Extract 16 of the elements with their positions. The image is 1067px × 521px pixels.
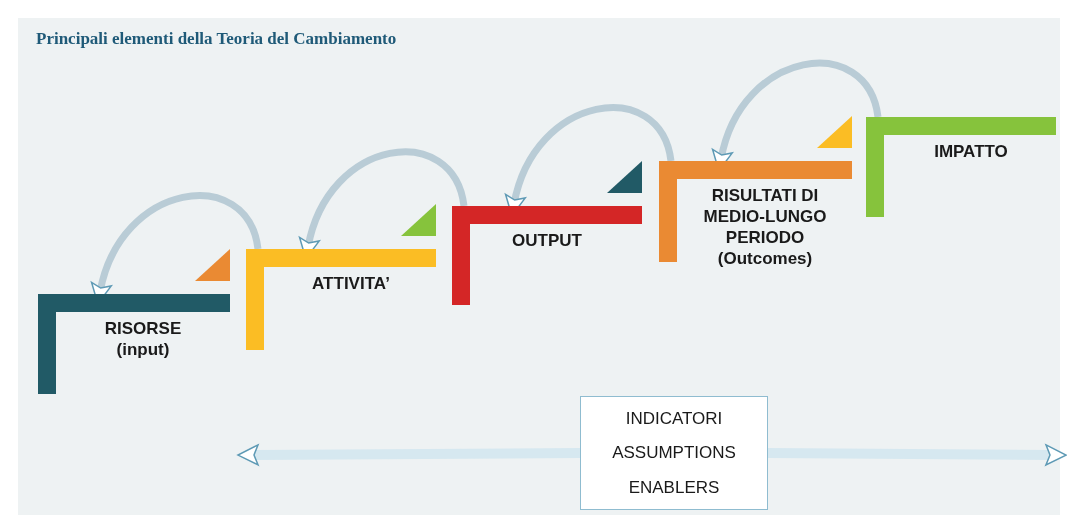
box-label: ASSUMPTIONS: [612, 442, 736, 465]
box-label: ENABLERS: [628, 476, 720, 499]
step-bracket: [246, 249, 436, 350]
box-label: INDICATORI: [625, 407, 723, 430]
step-label: IMPATTO: [933, 141, 1009, 162]
step-bracket: [38, 294, 230, 394]
step-bracket: [866, 117, 1056, 217]
step-label: OUTPUT: [511, 230, 583, 251]
step-label: RISULTATI DI MEDIO-LUNGO PERIODO (Outcomes): [702, 185, 828, 269]
double-arrow: [237, 444, 581, 466]
step-label: ATTIVITA’: [311, 273, 391, 294]
step-bracket: [452, 206, 642, 305]
double-arrow: [767, 444, 1067, 466]
step-label: RISORSE (input): [103, 318, 183, 360]
diagram-title: Principali elementi della Teoria del Cambiamento: [36, 28, 397, 50]
text-box: [580, 396, 768, 510]
